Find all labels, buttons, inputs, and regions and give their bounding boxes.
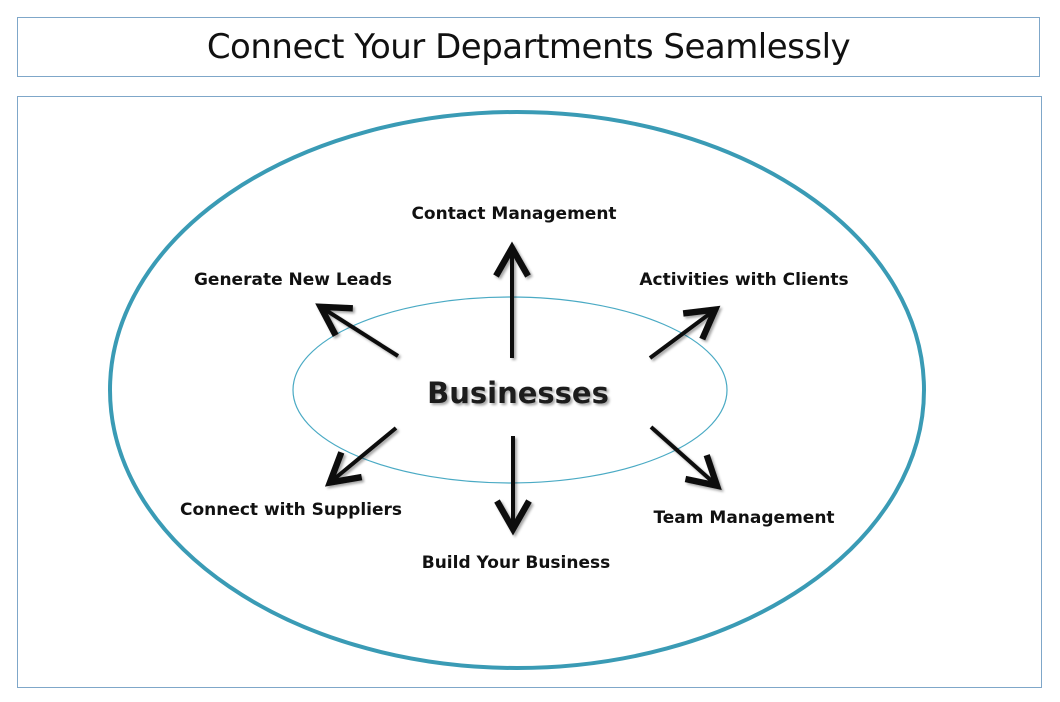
node-label-generate-new-leads: Generate New Leads	[194, 270, 392, 290]
arrow-down-right	[649, 425, 722, 490]
outer-ellipse	[108, 110, 926, 670]
node-label-build-your-business: Build Your Business	[422, 553, 611, 573]
arrow-up-left	[315, 303, 400, 358]
page-title: Connect Your Departments Seamlessly	[206, 27, 851, 67]
node-label-contact-management: Contact Management	[411, 204, 616, 224]
title-box: Connect Your Departments Seamlessly	[17, 17, 1040, 77]
arrows	[315, 241, 722, 536]
arrow-down-left	[324, 426, 398, 487]
diagram-frame	[17, 96, 1042, 688]
node-label-team-management: Team Management	[653, 508, 834, 528]
node-label-connect-with-suppliers: Connect with Suppliers	[180, 500, 402, 520]
center-label: Businesses	[427, 376, 609, 410]
node-label-activities-with-clients: Activities with Clients	[639, 270, 848, 290]
arrow-up-right	[648, 305, 721, 360]
